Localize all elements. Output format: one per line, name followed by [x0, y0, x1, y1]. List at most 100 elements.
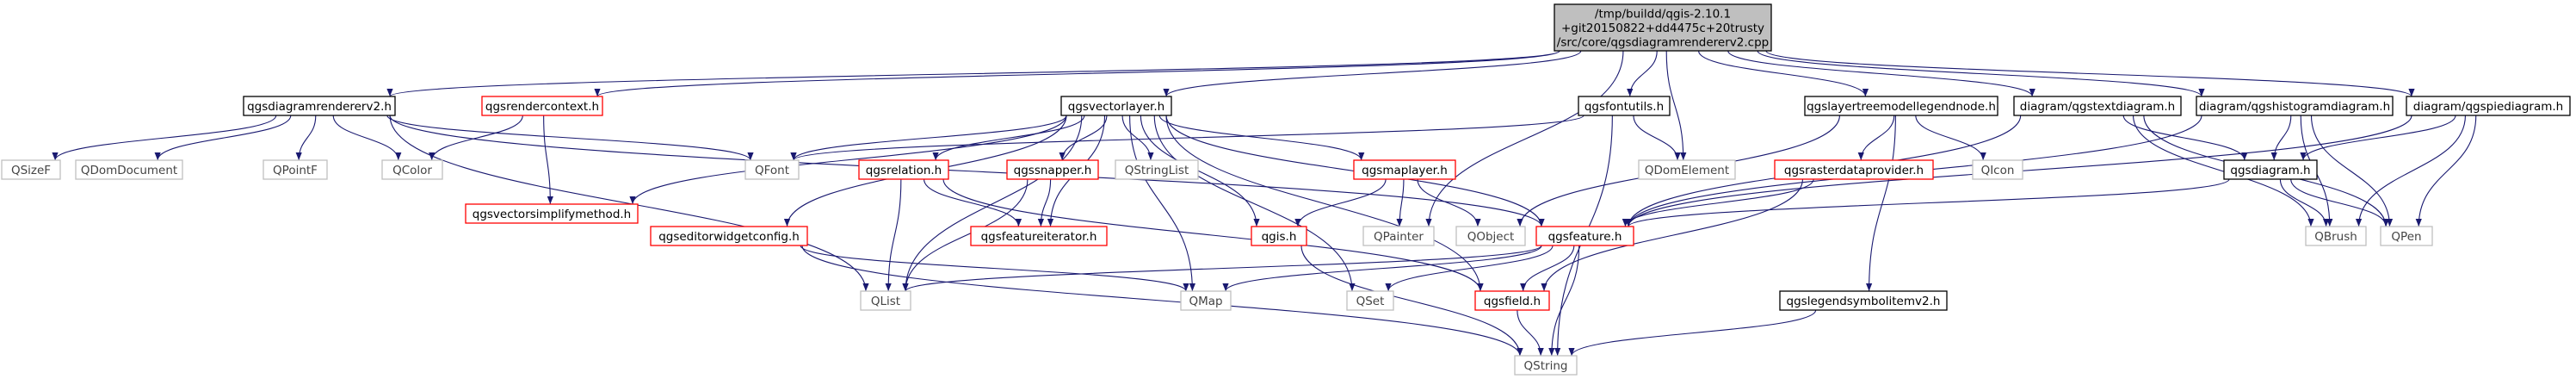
node-label-qgstextdiagram_h: diagram/qgstextdiagram.h: [2020, 100, 2175, 114]
node-box-qgstextdiagram_h: [2013, 96, 2182, 116]
edge-qgsrelation_h-to-qgsfield_h: [942, 178, 1484, 292]
node-label-qgspiediagram_h: diagram/qgspiediagram.h: [2413, 100, 2563, 114]
node-label-QFont: QFont: [755, 164, 789, 177]
node-QSet: QSet: [1346, 290, 1394, 311]
edge-qgslayertreemodellegendnode_h-to-QIcon: [1915, 115, 1986, 161]
node-qgsvectorlayer_h[interactable]: qgsvectorlayer.h: [1060, 96, 1172, 116]
node-qgsfeature_h[interactable]: qgsfeature.h: [1535, 226, 1634, 246]
node-label-QColor: QColor: [392, 164, 432, 177]
node-label-qgsrelation_h: qgsrelation.h: [866, 164, 942, 177]
node-QIcon: QIcon: [1972, 159, 2023, 180]
node-box-qgsrasterdataprovider_h: [1774, 159, 1934, 180]
edge-qgssnapper_h-to-QList: [902, 178, 1029, 292]
edge-root-to-QPainter: [1425, 50, 1624, 227]
node-box-QBrush: [2305, 226, 2367, 246]
edge-qgsfield_h-to-QString: [1517, 309, 1544, 357]
node-label-QDomElement: QDomElement: [1645, 164, 1729, 177]
node-label-qgsrasterdataprovider_h: qgsrasterdataprovider.h: [1784, 164, 1924, 177]
edge-qgsvectorlayer_h-to-qgis_h: [1140, 115, 1260, 227]
node-label-qgsvectorsimplifymethod_h: qgsvectorsimplifymethod.h: [473, 208, 632, 221]
node-label-QStringList: QStringList: [1125, 164, 1189, 177]
node-label-QSet: QSet: [1356, 295, 1385, 308]
node-qgis_h[interactable]: qgis.h: [1251, 226, 1307, 246]
node-box-QStringList: [1115, 159, 1199, 180]
node-box-qgsfeatureiterator_h: [970, 226, 1108, 246]
node-label-qgssnapper_h: qgssnapper.h: [1014, 164, 1092, 177]
node-qgsmaplayer_h[interactable]: qgsmaplayer.h: [1353, 159, 1456, 180]
node-label-QPainter: QPainter: [1374, 230, 1424, 244]
edge-qgsrelation_h-to-QList: [885, 178, 902, 292]
node-qgshistogramdiagram_h[interactable]: diagram/qgshistogramdiagram.h: [2196, 96, 2394, 116]
node-root[interactable]: /tmp/buildd/qgis-2.10.1+git20150822+dd44…: [1554, 3, 1772, 52]
node-qgssnapper_h[interactable]: qgssnapper.h: [1006, 159, 1099, 180]
node-qgsfontutils_h[interactable]: qgsfontutils.h: [1578, 96, 1671, 116]
edge-qgsdiagramrendererv2_h-to-QDomDocument: [154, 115, 292, 161]
node-qgsdiagram_h[interactable]: qgsdiagram.h: [2223, 159, 2318, 180]
edges-layer: [52, 50, 2477, 357]
node-qgslegendsymbolitemv2_h[interactable]: qgslegendsymbolitemv2.h: [1779, 290, 1948, 311]
node-label-qgsfield_h: qgsfield.h: [1484, 295, 1541, 308]
edge-qgstextdiagram_h-to-QBrush: [2133, 115, 2314, 227]
node-box-qgsfeature_h: [1535, 226, 1634, 246]
node-qgsvectorsimplifymethod_h[interactable]: qgsvectorsimplifymethod.h: [465, 203, 639, 224]
edge-qgslayertreemodellegendnode_h-to-qgslegendsymbolitemv2_h: [1866, 115, 1896, 292]
node-box-QPointF: [263, 159, 328, 180]
edge-qgsfontutils_h-to-QDomElement: [1633, 115, 1681, 161]
node-label-QString: QString: [1524, 359, 1568, 373]
edge-qgsvectorlayer_h-to-QList: [902, 115, 1083, 292]
node-QSizeF: QSizeF: [1, 159, 61, 180]
node-qgsrasterdataprovider_h[interactable]: qgsrasterdataprovider.h: [1774, 159, 1934, 180]
edge-qgsdiagramrendererv2_h-to-qgsfeature_h: [389, 115, 1545, 227]
node-label-root: +git20150822+dd4475c+20trusty: [1561, 22, 1764, 35]
node-box-QSet: [1346, 290, 1394, 311]
edge-qgsvectorlayer_h-to-QMap: [1129, 115, 1195, 292]
node-box-qgsrelation_h: [858, 159, 949, 180]
edge-qgsvectorlayer_h-to-qgssnapper_h: [1059, 115, 1108, 161]
node-box-qgspiediagram_h: [2406, 96, 2571, 116]
edge-qgsvectorlayer_h-to-qgsvectorsimplifymethod_h: [629, 115, 1067, 205]
node-label-qgsfeature_h: qgsfeature.h: [1548, 230, 1622, 244]
edge-qgsdiagramrendererv2_h-to-QFont: [386, 115, 754, 161]
edge-qgstextdiagram_h-to-qgsdiagram_h: [2122, 115, 2248, 161]
node-QFont: QFont: [744, 159, 800, 180]
edge-qgsfeature_h-to-QString: [1548, 245, 1580, 357]
node-box-qgslayertreemodellegendnode_h: [1804, 96, 1998, 116]
node-QStringList: QStringList: [1115, 159, 1199, 180]
edge-qgsmaplayer_h-to-QPainter: [1396, 178, 1405, 227]
edge-root-to-qgsvectorlayer_h: [1163, 50, 1582, 97]
node-label-qgsdiagramrendererv2_h: qgsdiagramrendererv2.h: [247, 100, 392, 114]
node-label-qgshistogramdiagram_h: diagram/qgshistogramdiagram.h: [2199, 100, 2390, 114]
node-label-qgis_h: qgis.h: [1262, 230, 1297, 244]
node-box-QPen: [2380, 226, 2433, 246]
node-label-QDomDocument: QDomDocument: [81, 164, 177, 177]
node-box-qgshistogramdiagram_h: [2196, 96, 2394, 116]
node-qgslayertreemodellegendnode_h[interactable]: qgslayertreemodellegendnode.h: [1804, 96, 1998, 116]
edge-qgsdiagramrendererv2_h-to-QPointF: [295, 115, 317, 161]
edge-root-to-qgsrendercontext_h: [594, 50, 1560, 97]
node-qgseditorwidgetconfig_h[interactable]: qgseditorwidgetconfig.h: [650, 226, 808, 246]
node-box-qgsdiagramrendererv2_h: [243, 96, 396, 116]
node-box-qgseditorwidgetconfig_h: [650, 226, 808, 246]
nodes-layer: /tmp/buildd/qgis-2.10.1+git20150822+dd44…: [1, 3, 2571, 376]
edge-root-to-qgsfontutils_h: [1627, 50, 1658, 97]
node-label-qgsmaplayer_h: qgsmaplayer.h: [1362, 164, 1448, 177]
node-qgsfeatureiterator_h[interactable]: qgsfeatureiterator.h: [970, 226, 1108, 246]
node-label-QObject: QObject: [1467, 230, 1515, 244]
node-qgstextdiagram_h[interactable]: diagram/qgstextdiagram.h: [2013, 96, 2182, 116]
node-label-qgsdiagram_h: qgsdiagram.h: [2230, 164, 2310, 177]
node-qgsrelation_h[interactable]: qgsrelation.h: [858, 159, 949, 180]
edge-qgsdiagram_h-to-qgsfeature_h: [1625, 178, 2230, 227]
node-qgspiediagram_h[interactable]: diagram/qgspiediagram.h: [2406, 96, 2571, 116]
node-qgsfield_h[interactable]: qgsfield.h: [1474, 290, 1550, 311]
node-label-qgsvectorlayer_h: qgsvectorlayer.h: [1068, 100, 1164, 114]
node-label-root: /src/core/qgsdiagramrendererv2.cpp: [1557, 35, 1769, 49]
edge-qgshistogramdiagram_h-to-qgsdiagram_h: [2270, 115, 2292, 161]
edge-qgsvectorlayer_h-to-qgsrelation_h: [932, 115, 1085, 161]
node-qgsrendercontext_h[interactable]: qgsrendercontext.h: [481, 96, 603, 116]
edge-qgseditorwidgetconfig_h-to-QMap: [800, 245, 1189, 292]
node-box-QColor: [381, 159, 443, 180]
node-box-root: [1554, 3, 1772, 52]
node-label-qgslegendsymbolitemv2_h: qgslegendsymbolitemv2.h: [1787, 295, 1941, 308]
edge-qgseditorwidgetconfig_h-to-QString: [801, 245, 1523, 357]
node-qgsdiagramrendererv2_h[interactable]: qgsdiagramrendererv2.h: [243, 96, 396, 116]
